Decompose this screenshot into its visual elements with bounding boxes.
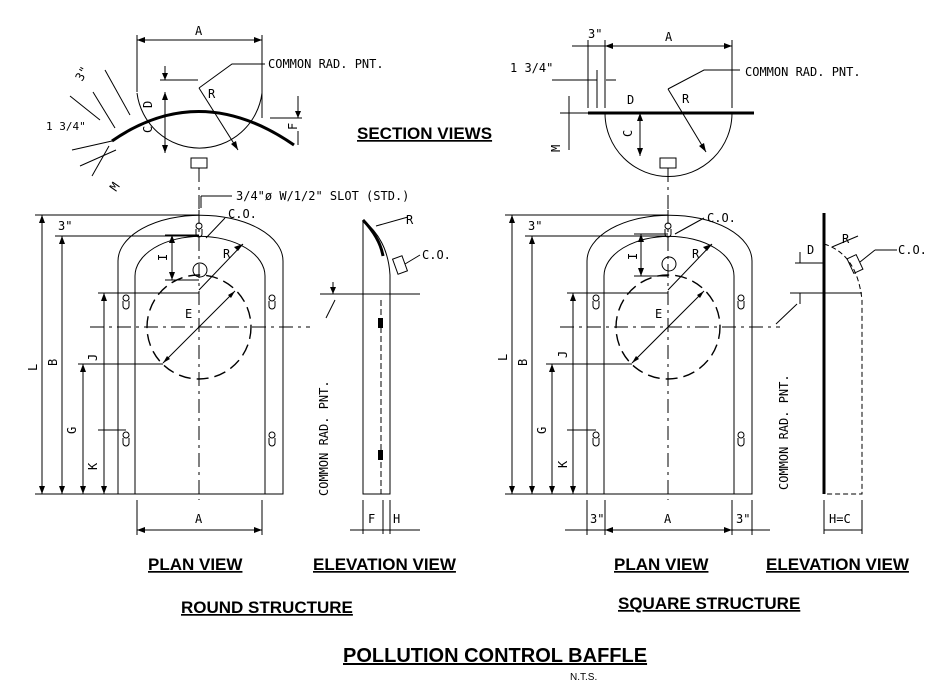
dim-r-square-section: R (682, 92, 690, 106)
square-plan-view: C.O. R E I 3" A 3" L B 3 (496, 210, 780, 535)
round-section-view: A COMMON RAD. PNT. R D C F 3" 1 3/4" M (46, 24, 384, 210)
dim-1-3-4-round-section: 1 3/4" (46, 120, 86, 133)
slot-callout: 3/4"ø W/1/2" SLOT (STD.) (236, 189, 409, 203)
round-plan-view: C.O. 3/4"ø W/1/2" SLOT (STD.) R E I A (26, 189, 409, 535)
round-plan-view-label: PLAN VIEW (148, 555, 243, 574)
dim-r-round-plan: R (223, 247, 231, 261)
common-rad-pnt-round-elev: COMMON RAD. PNT. (317, 380, 331, 496)
dim-f-round-elev: F (368, 512, 375, 526)
dim-3in-round-plan: 3" (58, 219, 72, 233)
dim-g-square-plan: G (535, 427, 549, 434)
dim-3in-square-plan-right: 3" (736, 512, 750, 526)
common-rad-pnt-square-section: COMMON RAD. PNT. (745, 65, 861, 79)
round-elevation-view: C.O. R COMMON RAD. PNT. F H (317, 213, 451, 534)
dim-b-square-plan: B (516, 359, 530, 366)
round-elevation-view-label: ELEVATION VIEW (313, 555, 457, 574)
dim-3in-square-plan-left: 3" (590, 512, 604, 526)
square-section-view: A 3" 1 3/4" COMMON RAD. PNT. R D C M (510, 27, 861, 210)
drawing-title: POLLUTION CONTROL BAFFLE (343, 645, 647, 667)
keyhole-slot-top (195, 222, 203, 238)
dim-a-round-plan: A (195, 512, 203, 526)
dim-k-round-plan: K (86, 462, 100, 470)
dim-h-eq-c-square-elev: H=C (829, 512, 851, 526)
dim-i-round-plan: I (156, 254, 170, 261)
section-views-label: SECTION VIEWS (357, 124, 492, 143)
co-label-round-elev: C.O. (422, 248, 451, 262)
scale-note: N.T.S. (570, 672, 597, 683)
keyhole-slot-left-upper-sq (592, 294, 600, 310)
dim-r-square-elev: R (842, 232, 850, 246)
dim-l-square-plan: L (496, 354, 510, 361)
dim-a-square-section: A (665, 30, 673, 44)
dim-e-round-plan: E (185, 307, 192, 321)
square-elevation-view: C.O. R D COMMON RAD. PNT. H=C (775, 213, 927, 534)
dim-h-round-elev: H (393, 512, 400, 526)
keyhole-slot-right-upper (268, 294, 276, 310)
dim-d-square-section: D (627, 93, 634, 107)
dim-3in-square-plan-top: 3" (528, 219, 542, 233)
dim-k-square-plan: K (556, 460, 570, 468)
round-structure-label: ROUND STRUCTURE (181, 598, 353, 617)
dim-c-round-section: C (141, 126, 155, 133)
keyhole-slot-left-lower (122, 431, 130, 447)
dim-r-round-elev: R (406, 213, 414, 227)
keyhole-slot-right-upper-sq (737, 294, 745, 310)
dim-a-round-section: A (195, 24, 203, 38)
dim-1-3-4-square-section: 1 3/4" (510, 61, 553, 75)
dim-a-square-plan: A (664, 512, 672, 526)
square-elevation-view-label: ELEVATION VIEW (766, 555, 910, 574)
dim-r-round-section: R (208, 87, 216, 101)
dim-r-square-plan: R (692, 247, 700, 261)
keyhole-slot-right-lower-sq (737, 431, 745, 447)
dim-b-round-plan: B (46, 359, 60, 366)
dim-m-square-section: M (549, 145, 563, 152)
co-label-square-plan: C.O. (707, 211, 736, 225)
common-rad-pnt-square-elev: COMMON RAD. PNT. (777, 374, 791, 490)
dim-d-round-section: D (141, 101, 155, 108)
dim-d-square-elev: D (807, 243, 814, 257)
dim-f-round-section: F (286, 123, 300, 130)
square-plan-view-label: PLAN VIEW (614, 555, 709, 574)
dim-3in-round-section: 3" (72, 64, 91, 84)
co-label-round-plan: C.O. (228, 207, 257, 221)
dim-j-square-plan: J (556, 351, 570, 358)
co-label-square-elev: C.O. (898, 243, 927, 257)
dim-m-round-section: M (107, 180, 123, 194)
dim-c-square-section: C (621, 130, 635, 137)
dim-3in-square-section: 3" (588, 27, 602, 41)
square-structure-label: SQUARE STRUCTURE (618, 594, 800, 613)
dim-g-round-plan: G (65, 427, 79, 434)
keyhole-slot-right-lower (268, 431, 276, 447)
dim-j-round-plan: J (86, 354, 100, 361)
dim-i-square-plan: I (626, 253, 640, 260)
dim-l-round-plan: L (26, 364, 40, 371)
common-rad-pnt-round-section: COMMON RAD. PNT. (268, 57, 384, 71)
keyhole-slot-left-upper (122, 294, 130, 310)
dim-e-square-plan: E (655, 307, 662, 321)
keyhole-slot-left-lower-sq (592, 431, 600, 447)
